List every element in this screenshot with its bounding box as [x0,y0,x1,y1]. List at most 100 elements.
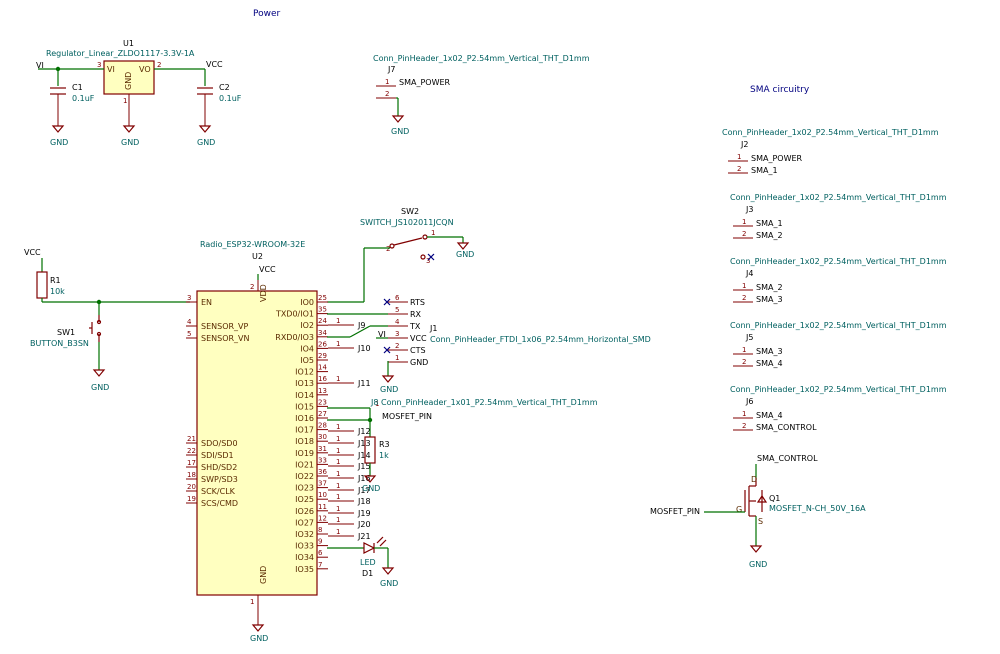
mosfet-q1[interactable]: D G S Q1 MOSFET_N-CH_50V_16A [736,475,866,526]
esp32-u2[interactable]: Radio_ESP32-WROOM-32E U2 VCC 2 VDD GND 1… [186,240,328,643]
svg-text:3: 3 [426,257,430,265]
connector-j3[interactable]: Conn_PinHeader_1x02_P2.54mm_Vertical_THT… [730,193,947,240]
u2-vcc-label: VCC [259,265,276,274]
regulator-u1[interactable]: U1 Regulator_Linear_ZLDO1117-3.3V-1A VI … [46,39,195,105]
capacitor-c1[interactable]: C1 0.1uF [50,83,95,126]
connector-j4[interactable]: Conn_PinHeader_1x02_P2.54mm_Vertical_THT… [730,257,947,304]
u2-pin-number: 36 [318,468,327,476]
j1-pin-name: RX [410,310,422,319]
svg-text:1: 1 [737,153,741,161]
j2-net2: SMA_1 [751,166,778,175]
connector-j7[interactable]: Conn_PinHeader_1x02_P2.54mm_Vertical_THT… [373,54,590,136]
svg-text:G: G [736,505,742,514]
j19-ref: J19 [357,509,371,518]
j12-ref: J12 [357,427,371,436]
d1-value: LED [360,558,376,567]
u2-pin-name: IO34 [295,553,314,562]
u2-pin-number: 23 [318,398,327,406]
j13-ref: J13 [357,439,371,448]
gnd-symbol: GND [197,125,215,147]
svg-text:1: 1 [250,598,254,606]
j1-value: Conn_PinHeader_FTDI_1x06_P2.54mm_Horizon… [430,335,651,344]
u2-pin-number: 17 [187,459,196,467]
j4-net1: SMA_2 [756,283,783,292]
u2-pin-number: 12 [318,514,327,522]
u2-pin-number: 37 [318,480,327,488]
u2-pin-name: SCS/CMD [201,499,238,508]
u2-pin-name: IO19 [295,449,314,458]
u2-pin-number: 16 [318,375,327,383]
j1-gnd: GND [380,385,398,394]
c1-ref: C1 [72,83,83,92]
j1-ref: J1 [429,324,437,333]
u2-pin-name: IO2 [300,321,314,330]
u2-pin-number: 7 [318,561,322,569]
u2-pin-number: 35 [318,306,327,314]
r1-vcc-label: VCC [24,248,41,257]
j1-pin-name: TX [409,322,421,331]
u1-pin-gnd: GND [124,72,133,90]
resistor-r1[interactable]: R1 10k [36,271,65,299]
u2-pin-name: SENSOR_VN [201,334,250,343]
r1-value: 10k [50,287,65,296]
u2-pin-name: IO13 [295,379,314,388]
svg-text:1: 1 [336,528,340,536]
u1-pin-num-3: 3 [97,61,101,69]
j5-value: Conn_PinHeader_1x02_P2.54mm_Vertical_THT… [730,321,947,330]
u2-pin-number: 34 [318,329,327,337]
u2-pin-number: 9 [318,538,322,546]
u2-pin-name: IO21 [295,460,314,469]
u1-pin-vo: VO [139,65,151,74]
j20-ref: J20 [357,520,371,529]
connector-j8[interactable]: 1 J8 Conn_PinHeader_1x01_P2.54mm_Vertica… [370,398,598,408]
j18-ref: J18 [357,497,371,506]
r3-ref: R3 [379,440,390,449]
svg-text:4: 4 [395,318,400,326]
j10-ref: J10 [357,344,371,353]
connector-j6[interactable]: Conn_PinHeader_1x02_P2.54mm_Vertical_THT… [730,385,947,432]
svg-text:1: 1 [336,423,340,431]
svg-text:2: 2 [386,245,390,253]
u2-pin-name: IO5 [300,356,314,365]
j5-ref: J5 [745,333,753,342]
u2-pin-name: IO23 [295,484,314,493]
j1-pin-name: GND [410,358,428,367]
svg-text:VDD: VDD [259,284,268,302]
connector-j2[interactable]: Conn_PinHeader_1x02_P2.54mm_Vertical_THT… [722,128,939,175]
capacitor-c2[interactable]: C2 0.1uF [197,83,242,126]
j3-net1: SMA_1 [756,219,783,228]
led-d1[interactable]: D1 LED [360,536,387,578]
j7-net-sma-power: SMA_POWER [399,78,451,87]
button-sw1[interactable]: SW1 BUTTON_B3SN [30,315,102,348]
svg-text:3: 3 [395,330,399,338]
u2-pin-name: SDO/SD0 [201,439,238,448]
j17-ref: J17 [357,486,371,495]
svg-text:5: 5 [395,306,399,314]
svg-text:GND: GND [456,250,474,259]
u2-pin-name: RXD0/IO3 [275,333,314,342]
q1-gnd: GND [749,560,767,569]
switch-sw2[interactable]: SW2 SWITCH_JS102011JCQN 2 1 3 GND [360,207,474,265]
u1-ref: U1 [123,39,134,48]
connector-j1-ftdi[interactable]: J1 Conn_PinHeader_FTDI_1x06_P2.54mm_Hori… [327,294,651,367]
u2-pin-name: SENSOR_VP [201,322,249,331]
u2-pin-name: TXD0/IO1 [275,310,314,319]
j4-value: Conn_PinHeader_1x02_P2.54mm_Vertical_THT… [730,257,947,266]
connector-j5[interactable]: Conn_PinHeader_1x02_P2.54mm_Vertical_THT… [730,321,947,368]
svg-text:1: 1 [336,482,340,490]
j1-pin-name: CTS [410,346,426,355]
